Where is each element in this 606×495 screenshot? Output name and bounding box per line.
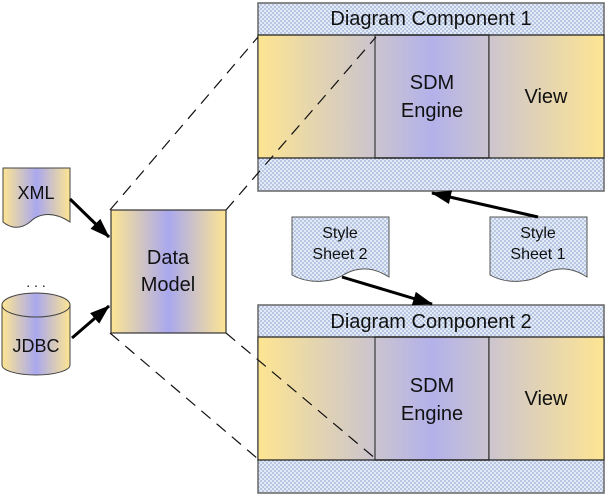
style-sheet-1-to-component-1-arrow [431,190,539,219]
component-2-sdm-engine[interactable] [374,336,490,461]
component-1-title: Diagram Component 1 [330,8,531,30]
component-2-title: Diagram Component 2 [330,311,531,333]
data-model-label-2: Model [141,274,195,296]
xml-source[interactable]: XML [2,167,71,228]
component-1-sdm-engine[interactable] [374,34,490,159]
style-sheet-2-label-2: Sheet 2 [312,246,367,263]
jdbc-label: JDBC [12,336,59,356]
xml-document-icon [2,167,71,228]
style-sheet-2-to-component-2-arrow [341,275,433,306]
component-2-view-label: View [525,388,569,410]
style-sheet-1[interactable]: Style Sheet 1 [489,216,588,282]
component-1-engine-label-2: Engine [401,100,463,122]
more-sources-ellipsis: . . . [26,274,45,290]
data-model[interactable]: Data Model [110,209,227,334]
style-sheet-2-document-icon [291,216,390,282]
diagram-component-2: Diagram Component 2 SDM Engine View [257,304,605,494]
jdbc-source[interactable]: JDBC [1,292,71,376]
style-sheet-1-label-2: Sheet 1 [510,246,565,263]
style-sheet-2[interactable]: Style Sheet 2 [291,216,390,282]
projection-lines [109,36,377,460]
data-model-label-1: Data [147,247,190,269]
component-1-data-region [257,34,376,159]
style-sheet-1-document-icon [489,216,588,282]
component-1-view[interactable] [488,34,605,159]
xml-to-model-arrow [68,197,111,239]
data-model-box[interactable] [110,209,227,334]
component-2-engine-label-1: SDM [410,375,454,397]
xml-label: XML [17,183,54,203]
component-2-data-region [257,336,376,461]
component-1-view-label: View [525,86,569,108]
style-sheet-1-label-1: Style [520,225,556,242]
component-2-engine-label-2: Engine [401,403,463,425]
jdbc-to-model-arrow [71,304,110,340]
style-sheet-2-label-1: Style [322,225,358,242]
component-2-view[interactable] [488,336,605,461]
component-1-engine-label-1: SDM [410,72,454,94]
diagram-component-1: Diagram Component 1 SDM Engine View [257,2,605,192]
